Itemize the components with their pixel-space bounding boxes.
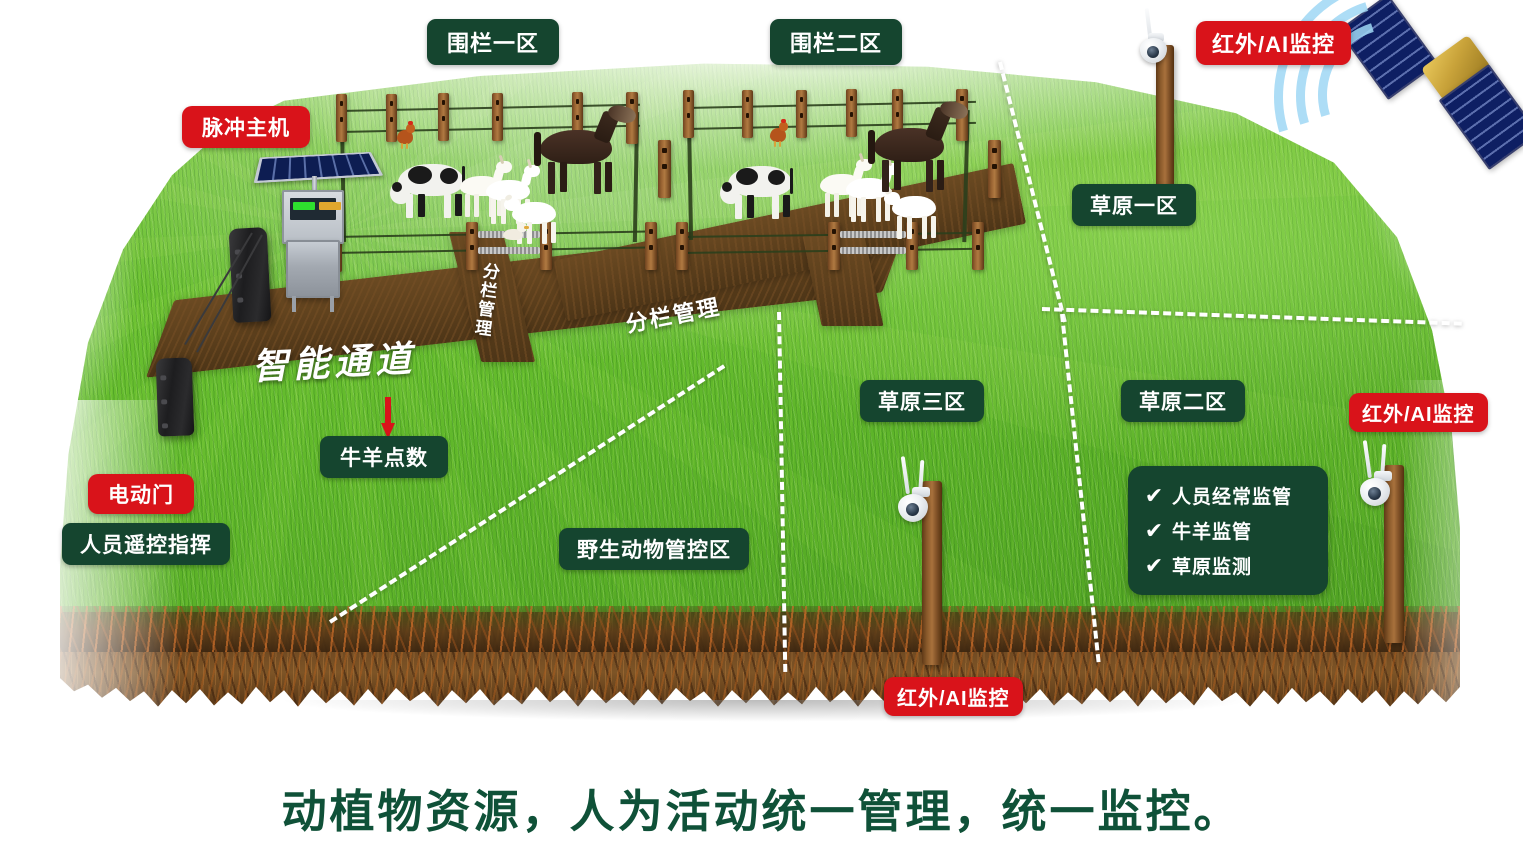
monitoring-checklist-card: ✔ 人员经常监管 ✔ 牛羊监管 ✔ 草原监测 <box>1128 466 1328 595</box>
fence-post <box>676 222 688 270</box>
soil-cross-section <box>60 612 1460 707</box>
fence-post <box>892 89 903 137</box>
fence-post <box>988 140 1001 198</box>
fence-post <box>466 222 478 270</box>
fence-post <box>572 92 583 140</box>
badge-ir-ai-monitor-right[interactable]: 红外/AI监控 <box>1349 393 1488 432</box>
gate-post-icon <box>155 357 195 437</box>
badge-grassland-zone-2[interactable]: 草原二区 <box>1121 380 1245 422</box>
checklist-item-label: 牛羊监管 <box>1172 522 1253 543</box>
chicken <box>395 121 417 150</box>
checklist-item-label: 人员经常监管 <box>1172 487 1293 508</box>
cow <box>718 160 804 222</box>
badge-electric-gate[interactable]: 电动门 <box>88 474 194 514</box>
camera-pole <box>922 481 942 665</box>
fence-insulator <box>478 247 540 254</box>
fence-post <box>796 90 807 138</box>
chicken <box>768 119 790 148</box>
fence-post <box>386 94 397 142</box>
fence-post <box>972 222 984 270</box>
check-icon: ✔ <box>1144 552 1164 578</box>
badge-ir-ai-monitor-bottom[interactable]: 红外/AI监控 <box>884 677 1023 716</box>
controller-led <box>293 202 315 210</box>
camera-lens <box>906 503 919 516</box>
fence-post <box>438 93 449 141</box>
arrow-down-icon <box>381 397 395 439</box>
camera-lens <box>1147 46 1159 58</box>
horse <box>866 98 976 192</box>
fence-insulator <box>840 247 906 254</box>
check-icon: ✔ <box>1144 517 1164 543</box>
check-icon: ✔ <box>1144 482 1164 508</box>
badge-fence-zone-1[interactable]: 围栏一区 <box>427 19 560 65</box>
gate-post-icon <box>228 227 272 323</box>
camera-pole <box>1384 465 1404 643</box>
badge-fence-zone-2[interactable]: 围栏二区 <box>770 19 903 65</box>
badge-grassland-zone-3[interactable]: 草原三区 <box>860 380 984 422</box>
fence-post <box>846 89 857 137</box>
goat <box>884 187 946 242</box>
camera-bracket <box>1374 471 1392 481</box>
badge-grassland-zone-1[interactable]: 草原一区 <box>1072 184 1196 226</box>
checklist-item: ✔ 人员经常监管 <box>1142 482 1314 509</box>
checklist-item-label: 草原监测 <box>1172 557 1253 578</box>
camera-bracket <box>1148 33 1164 42</box>
badge-livestock-count[interactable]: 牛羊点数 <box>320 436 448 478</box>
control-cabinet-icon <box>282 190 344 244</box>
page-caption: 动植物资源，人为活动统一管理，统一监控。 <box>281 786 1242 837</box>
badge-ir-ai-monitor-top[interactable]: 红外/AI监控 <box>1196 21 1352 65</box>
camera-lens <box>1368 487 1381 500</box>
badge-pulse-host[interactable]: 脉冲主机 <box>182 106 310 148</box>
block-drop-shadow <box>95 700 1435 760</box>
horse <box>532 102 642 194</box>
fence-post <box>658 140 671 198</box>
fence-post <box>645 222 657 270</box>
fence-insulator <box>840 231 906 238</box>
cow <box>388 158 474 220</box>
controller-legs <box>292 296 296 312</box>
badge-remote-command[interactable]: 人员遥控指挥 <box>62 523 230 565</box>
fence-post <box>336 94 347 142</box>
checklist-item: ✔ 牛羊监管 <box>1142 517 1314 544</box>
controller-cabinet-base <box>286 240 340 298</box>
fence-post <box>683 90 694 138</box>
fence-post <box>742 90 753 138</box>
fence-post <box>492 93 503 141</box>
checklist-item: ✔ 草原监测 <box>1142 552 1314 579</box>
fence-post <box>828 222 840 270</box>
camera-bracket <box>912 487 930 497</box>
smart-channel-label: 智能通道 <box>251 337 418 388</box>
duck <box>502 222 529 244</box>
badge-wildlife-control-area[interactable]: 野生动物管控区 <box>559 528 749 570</box>
camera-pole <box>1156 45 1174 215</box>
